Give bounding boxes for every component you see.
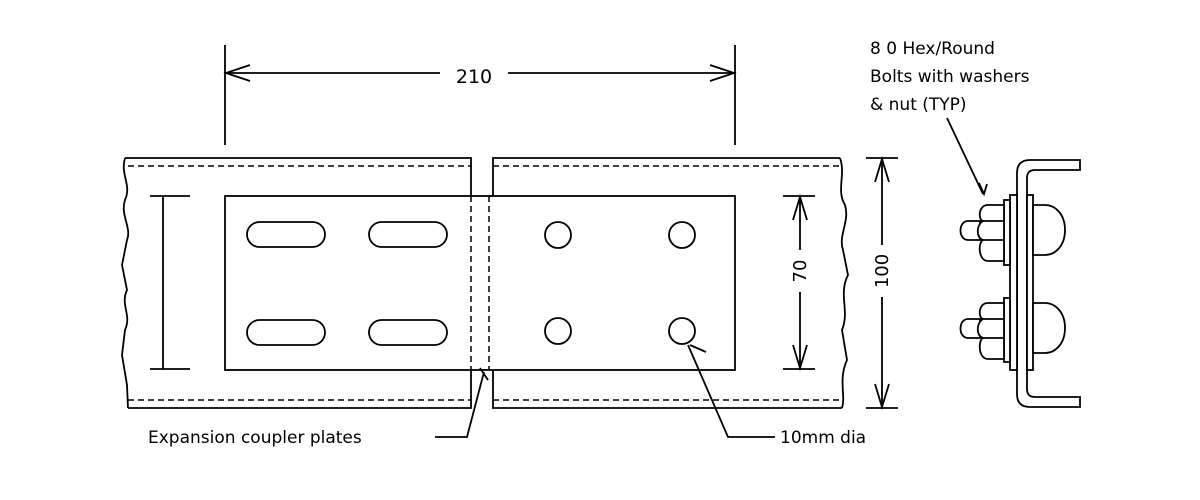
coupler-plate <box>224 195 736 371</box>
dimension-70: 70 <box>783 193 815 372</box>
dimension-210: 210 <box>223 45 737 145</box>
coupler-label: Expansion coupler plates <box>148 428 362 448</box>
dimension-100: 100 <box>866 155 898 411</box>
slot-hole <box>368 221 448 248</box>
bolt-section-detail <box>959 159 1081 408</box>
plate-height-marker <box>150 195 190 370</box>
bolts-label: 8 0 Hex/Round Bolts with washers & nut (… <box>870 39 1035 115</box>
round-hole <box>668 317 696 345</box>
slot-hole <box>246 319 326 346</box>
bolt-lower <box>959 297 1066 363</box>
bolts-leader <box>946 117 988 197</box>
bolt-upper <box>959 199 1066 266</box>
dimension-100-label: 100 <box>872 254 893 288</box>
round-hole <box>544 221 572 249</box>
hole-label: 10mm dia <box>780 428 866 448</box>
slot-hole <box>368 319 448 346</box>
round-hole <box>544 317 572 345</box>
dimension-210-label: 210 <box>456 66 492 88</box>
slot-hole <box>246 221 326 248</box>
round-hole <box>668 221 696 249</box>
dimension-70-label: 70 <box>790 260 811 283</box>
coupler-leader <box>435 367 489 438</box>
hole-leader <box>687 344 775 438</box>
